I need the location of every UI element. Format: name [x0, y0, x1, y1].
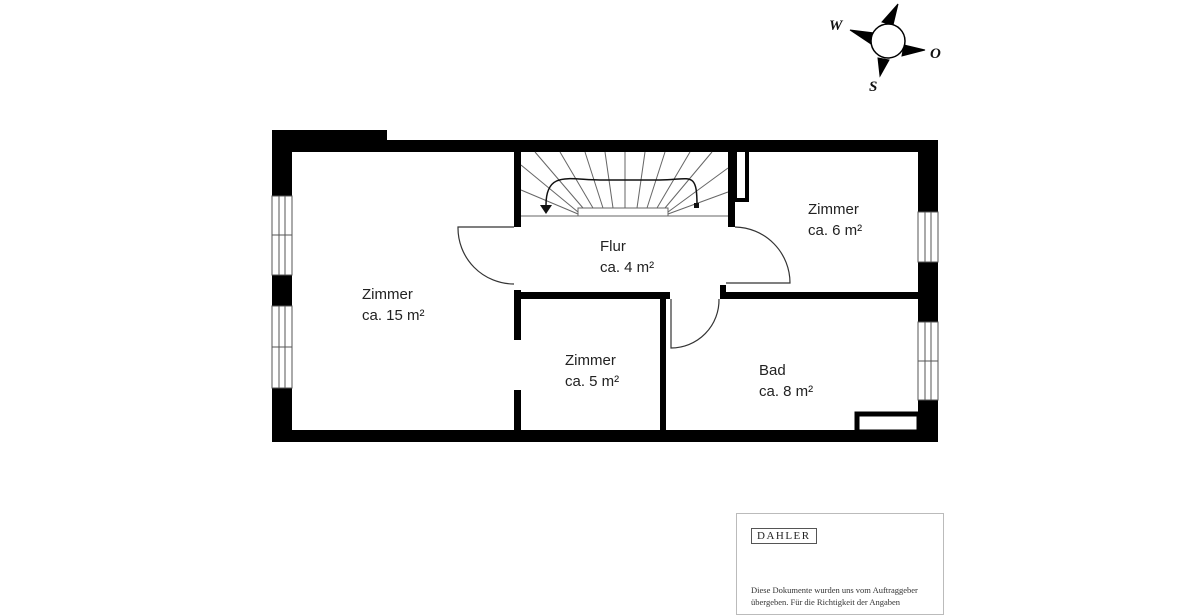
compass-south-label: S	[869, 79, 878, 95]
floor-plan	[271, 130, 939, 442]
walls	[272, 130, 938, 442]
room-area: ca. 8 m²	[759, 383, 814, 400]
room-zimmer-5: Zimmer ca. 5 m²	[565, 350, 619, 392]
room-name: Zimmer	[362, 286, 413, 303]
stair-arrow-icon	[540, 205, 552, 214]
compass-west-label: W	[829, 18, 843, 34]
room-bad: Bad ca. 8 m²	[759, 360, 813, 402]
disclaimer-text: Diese Dokumente wurden uns vom Auftragge…	[751, 584, 941, 608]
brand-logo: DAHLER	[751, 528, 817, 544]
room-area: ca. 4 m²	[600, 259, 655, 276]
room-name: Flur	[600, 238, 626, 255]
room-name: Bad	[759, 362, 786, 379]
windows	[271, 195, 939, 401]
room-flur: Flur ca. 4 m²	[600, 236, 654, 278]
room-name: Zimmer	[808, 201, 859, 218]
compass-icon	[849, 3, 926, 78]
room-area: ca. 5 m²	[565, 373, 620, 390]
disclaimer-line: übergeben. Für die Richtigkeit der Angab…	[751, 597, 901, 607]
room-area: ca. 6 m²	[808, 222, 863, 239]
room-zimmer-6: Zimmer ca. 6 m²	[808, 199, 862, 241]
doors	[457, 226, 791, 349]
room-area: ca. 15 m²	[362, 307, 425, 324]
room-zimmer-15: Zimmer ca. 15 m²	[362, 284, 425, 326]
disclaimer-line: Diese Dokumente wurden uns vom Auftragge…	[751, 585, 918, 595]
compass-east-label: O	[930, 46, 941, 62]
room-name: Zimmer	[565, 352, 616, 369]
staircase	[520, 151, 729, 217]
stair-start-marker	[694, 203, 699, 208]
